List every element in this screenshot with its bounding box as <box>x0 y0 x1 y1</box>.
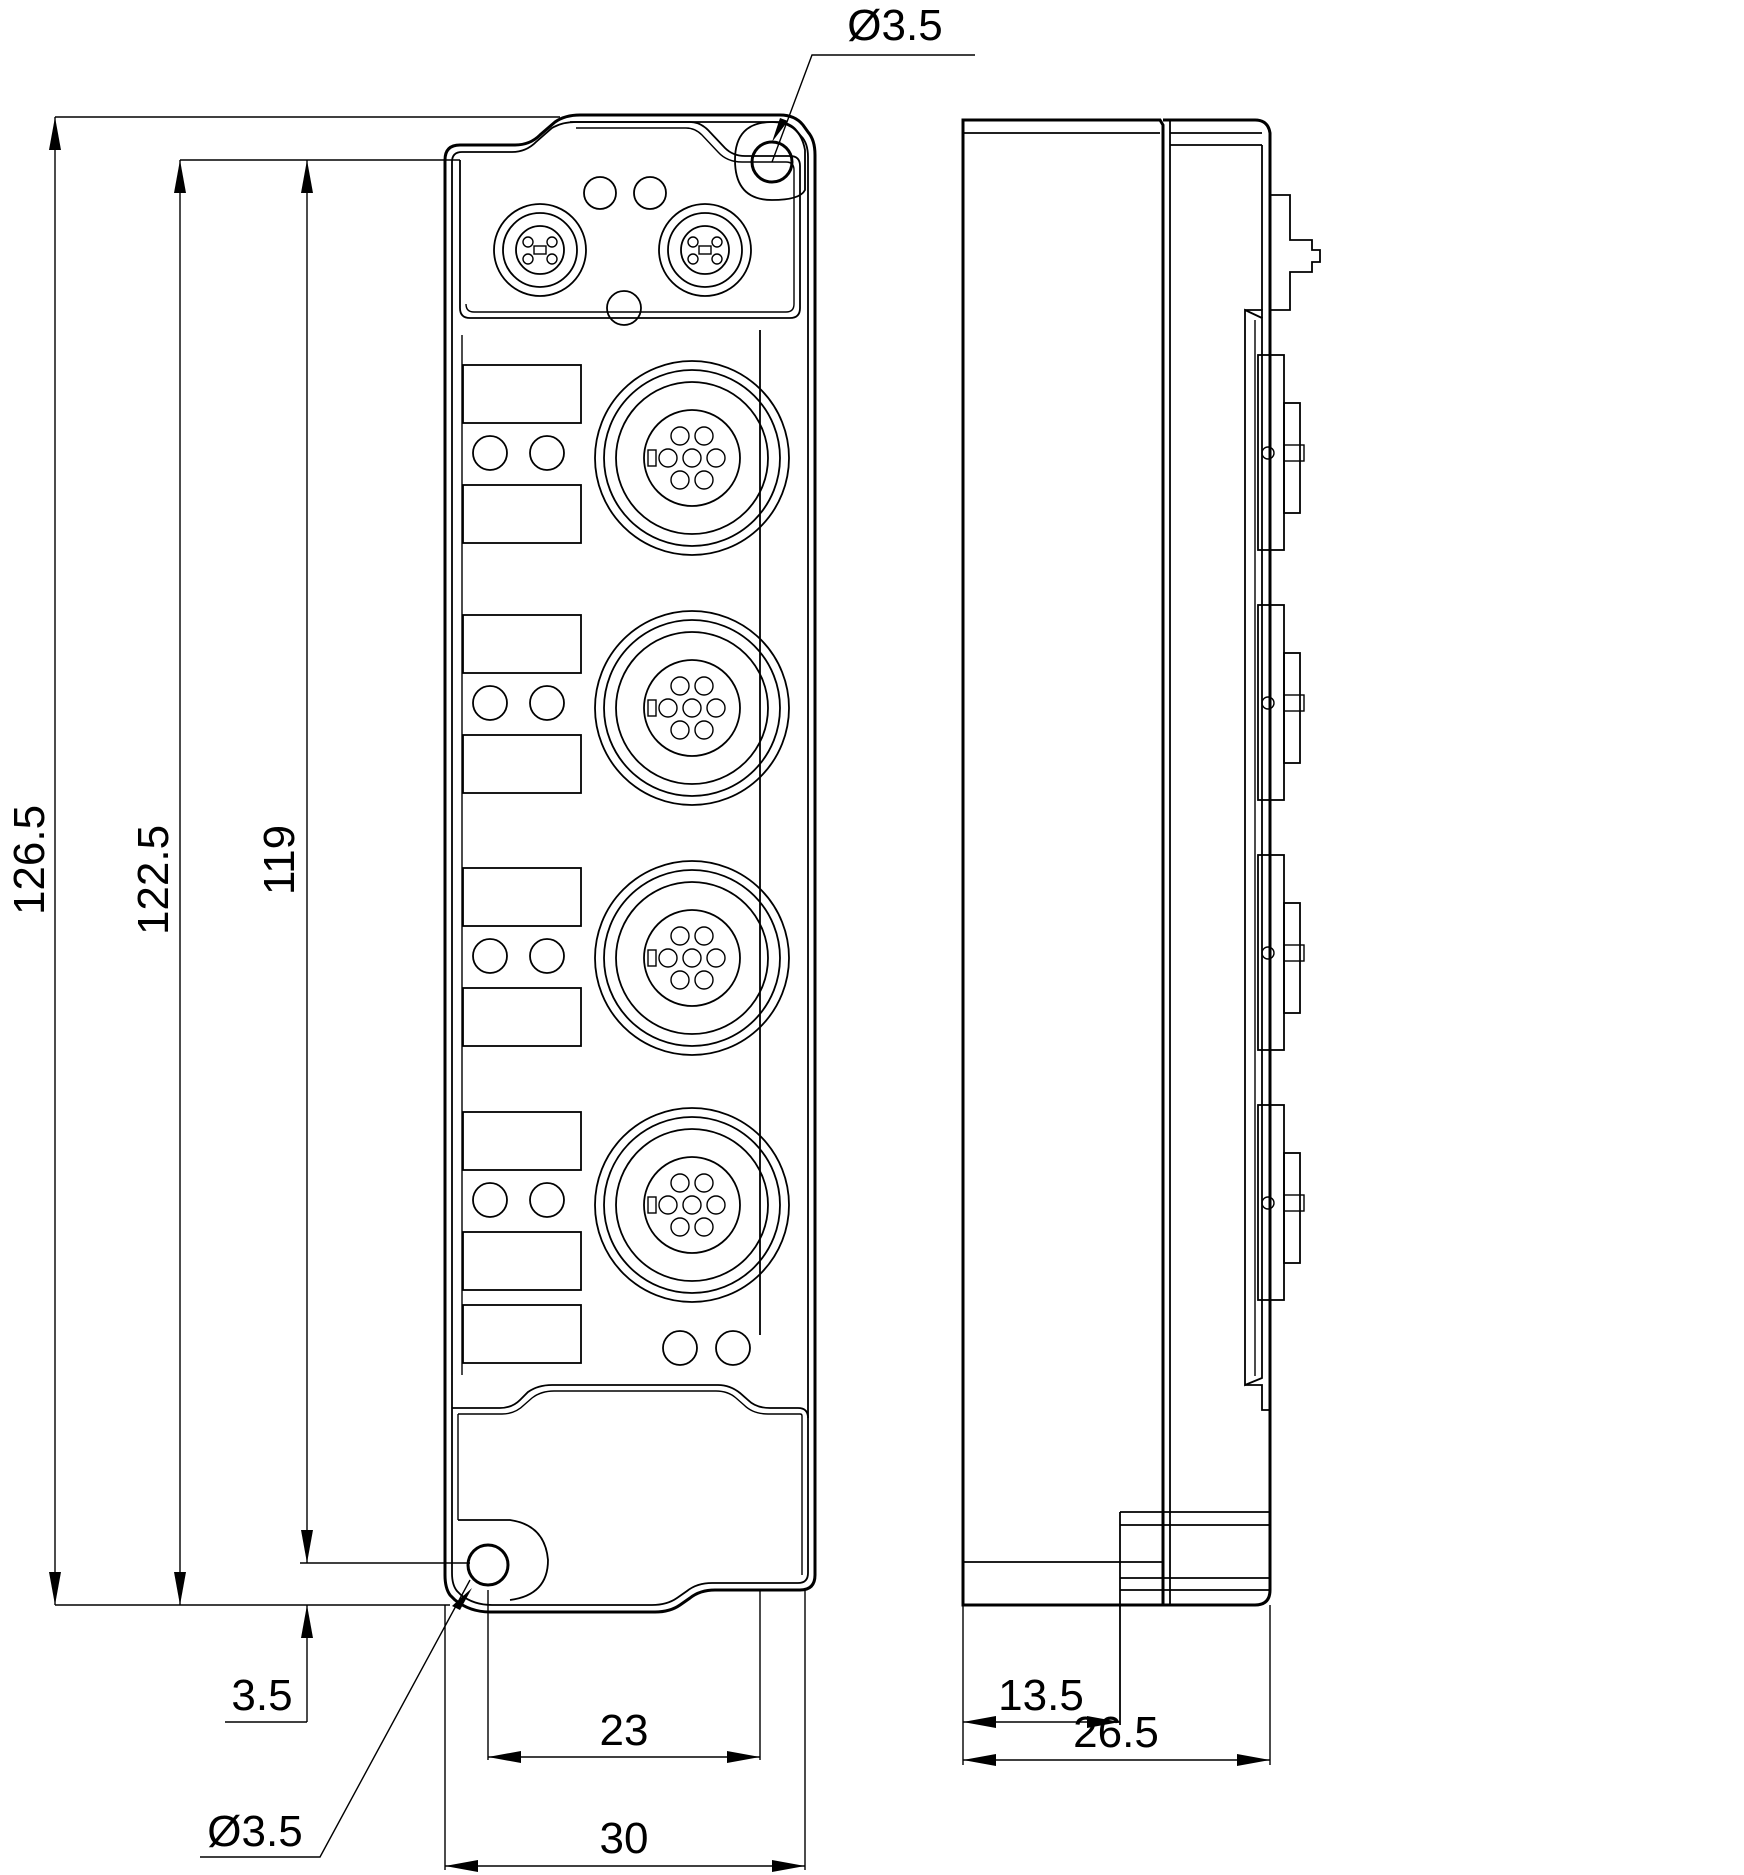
m8-connector-right <box>658 203 752 297</box>
side-view <box>961 118 1321 1725</box>
m8-connector-left <box>493 203 587 297</box>
led-block-3 <box>462 867 582 1047</box>
side-connector-2 <box>1257 604 1305 801</box>
side-connector-1 <box>1257 354 1305 551</box>
side-connector-3 <box>1257 854 1305 1051</box>
dim-label-23: 23 <box>600 1706 649 1755</box>
front-bottom-cap-inner <box>458 1390 803 1575</box>
front-body-outline <box>443 113 817 1614</box>
led-block-2 <box>462 614 582 794</box>
side-rear-outline <box>1163 118 1272 1607</box>
front-view <box>443 113 817 1614</box>
top-led-1 <box>583 176 617 210</box>
side-rear-rail <box>1244 308 1263 1387</box>
bottom-mounting-hole <box>466 1543 510 1587</box>
led-block-1 <box>462 364 582 544</box>
dim-label-3-5: 3.5 <box>231 1671 292 1720</box>
bottom-hole-surround <box>458 1519 549 1601</box>
side-body-outline <box>961 118 1165 1607</box>
dim-label-hole-top: Ø3.5 <box>847 1 942 50</box>
dim-label-119: 119 <box>255 825 304 895</box>
dim-label-126-5: 126.5 <box>5 805 54 915</box>
side-rail-top <box>1245 309 1263 318</box>
front-body-inner-outline <box>451 121 809 1606</box>
front-bottom-cap <box>452 1384 809 1419</box>
dim-label-hole-bottom: Ø3.5 <box>207 1807 302 1856</box>
led-block-4 <box>462 1111 582 1291</box>
dim-label-30: 30 <box>600 1814 649 1863</box>
dim-label-26-5: 26.5 <box>1073 1708 1159 1757</box>
bottom-led-strip <box>462 1304 582 1364</box>
dim-label-122-5: 122.5 <box>129 825 178 935</box>
bottom-led-2 <box>715 1330 751 1366</box>
side-connector-4 <box>1257 1104 1305 1301</box>
top-led-3 <box>606 290 642 326</box>
dim-label-13-5: 13.5 <box>998 1671 1084 1720</box>
bottom-led-1 <box>662 1330 698 1366</box>
side-m8-connector <box>1270 194 1321 311</box>
dimension-lines <box>49 54 1271 1872</box>
top-led-2 <box>633 176 667 210</box>
front-top-cap <box>459 121 801 319</box>
side-rail-bottom <box>1245 1384 1270 1411</box>
top-mounting-hole-surround <box>734 121 806 201</box>
